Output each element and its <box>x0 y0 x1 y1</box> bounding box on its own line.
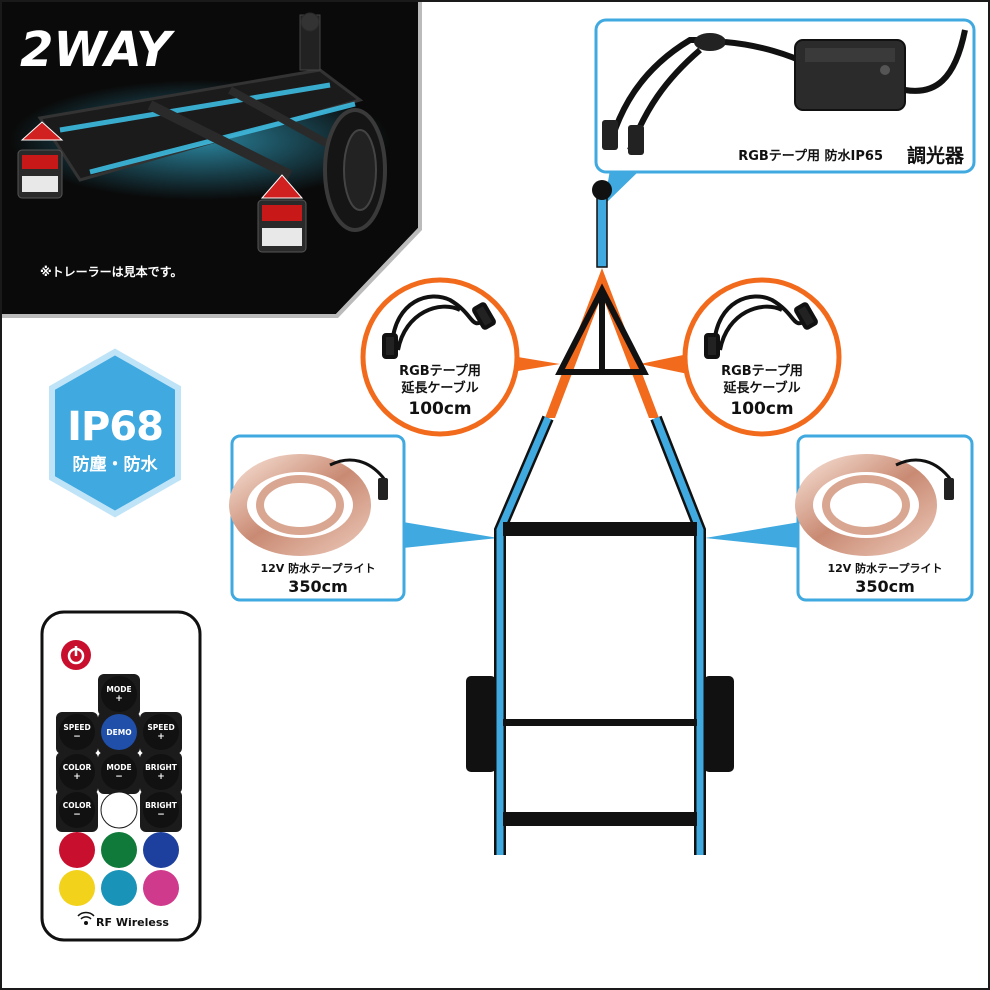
power-button[interactable] <box>61 640 91 670</box>
remote-color-cyan-button[interactable] <box>101 870 137 906</box>
extension-cable-icon <box>704 294 818 359</box>
ip-rating: IP68 <box>67 404 163 450</box>
remote-button-label: COLOR <box>63 763 92 772</box>
tape-left-length: 350cm <box>288 577 348 596</box>
controller-label: RGBテープ用 防水IP65 <box>738 148 883 164</box>
remote-color-minus-button[interactable]: COLOR− <box>59 792 95 828</box>
remote-color-yellow-button[interactable] <box>59 870 95 906</box>
wheel-left-icon <box>466 676 496 772</box>
cable-left-callout: RGBテープ用 延長ケーブル 100cm <box>360 277 560 437</box>
tail-light-left-icon <box>17 121 64 199</box>
remote-button-label: − <box>73 810 81 820</box>
controller-callout: RGBテープ用 防水IP65 調光器 <box>594 18 976 205</box>
remote-demo-button[interactable]: DEMO <box>101 714 137 750</box>
remote-button-label: − <box>157 810 165 820</box>
remote-button-label: BRIGHT <box>145 801 178 810</box>
remote-speed-minus-button[interactable]: SPEED− <box>59 714 95 750</box>
sample-note: ※トレーラーは見本です。 <box>40 264 182 279</box>
remote-mode-minus-button[interactable]: MODE− <box>101 754 137 790</box>
remote-button-label: + <box>157 732 165 742</box>
trailer-photo-icon <box>37 12 387 232</box>
controller-box-icon <box>602 29 968 155</box>
tape-right-length: 350cm <box>855 577 915 596</box>
trailer-photo-panel: 2WAY ※トレーラーは見本です。 <box>0 0 422 318</box>
cable-left-length: 100cm <box>408 399 471 419</box>
remote-button-label: − <box>73 732 81 742</box>
controller-name: 調光器 <box>907 144 965 167</box>
extension-cable-icon <box>382 294 496 359</box>
remote-control: MODE+SPEED−DEMOSPEED+COLOR+MODE−BRIGHT+C… <box>40 610 202 942</box>
rf-wireless-label: RF Wireless <box>96 916 169 929</box>
remote-color-white-button[interactable] <box>100 791 138 829</box>
remote-button-label: + <box>157 772 165 782</box>
trailer-frame-diagram <box>466 180 734 855</box>
tape-reel-icon <box>795 454 954 556</box>
remote-color-plus-button[interactable]: COLOR+ <box>59 754 95 790</box>
remote-bright-minus-button[interactable]: BRIGHT− <box>143 792 179 828</box>
remote-speed-plus-button[interactable]: SPEED+ <box>143 714 179 750</box>
tape-left-label: 12V 防水テープライト <box>261 561 376 575</box>
remote-button-label: SPEED <box>147 723 174 732</box>
remote-button-label: MODE <box>106 763 131 772</box>
remote-button-label: MODE <box>106 685 131 694</box>
remote-button-label: + <box>73 772 81 782</box>
product-title: 2WAY <box>20 22 175 78</box>
remote-button-label: − <box>115 772 123 782</box>
cable-right-line1: RGBテープ用 <box>721 364 803 379</box>
remote-button-label: BRIGHT <box>145 763 178 772</box>
tape-left-callout: 12V 防水テープライト 350cm <box>229 434 498 602</box>
remote-bright-plus-button[interactable]: BRIGHT+ <box>143 754 179 790</box>
cable-left-line1: RGBテープ用 <box>399 364 481 379</box>
remote-button-label: COLOR <box>63 801 92 810</box>
tape-right-callout: 12V 防水テープライト 350cm <box>705 434 974 602</box>
cable-left-line2: 延長ケーブル <box>400 380 478 396</box>
tape-reel-icon <box>229 454 388 556</box>
remote-button-label: + <box>115 694 123 704</box>
ip-label: 防塵・防水 <box>73 454 159 475</box>
remote-color-red-button[interactable] <box>59 832 95 868</box>
wireless-icon <box>77 911 95 925</box>
ip68-badge: IP68 防塵・防水 <box>49 348 181 518</box>
tail-light-right-icon <box>257 174 307 253</box>
remote-color-green-button[interactable] <box>101 832 137 868</box>
cable-right-length: 100cm <box>730 399 793 419</box>
remote-mode-plus-button[interactable]: MODE+ <box>101 676 137 712</box>
tape-right-label: 12V 防水テープライト <box>828 561 943 575</box>
cable-right-line2: 延長ケーブル <box>722 380 800 396</box>
remote-button-label: SPEED <box>63 723 90 732</box>
remote-color-pink-button[interactable] <box>143 870 179 906</box>
remote-color-blue-button[interactable] <box>143 832 179 868</box>
cable-right-callout: RGBテープ用 延長ケーブル 100cm <box>640 277 842 437</box>
remote-button-label: DEMO <box>106 728 131 737</box>
wheel-right-icon <box>704 676 734 772</box>
